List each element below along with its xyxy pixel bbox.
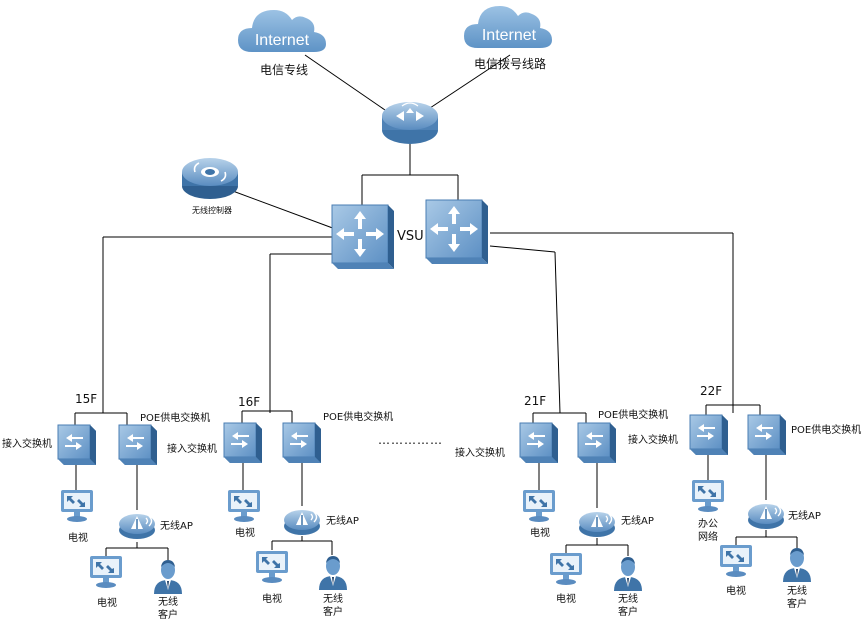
tv-icon	[61, 490, 93, 522]
floor-label: 21F	[524, 394, 546, 408]
access-switch-icon	[57, 424, 97, 466]
poe-switch-label: POE供电交换机	[323, 410, 393, 423]
floor-22f: 22F POE供电交换机 办公 网络 无线AP 电视 无线 客户	[689, 384, 861, 610]
vsu-label: VSU	[397, 229, 424, 244]
client-label: 客户	[323, 605, 343, 618]
access-switch-icon	[689, 414, 729, 456]
access-switch-label: 接入交换机	[455, 446, 505, 459]
poe-switch-icon	[747, 414, 787, 456]
user-icon	[319, 556, 347, 590]
tv-label: 电视	[726, 584, 746, 597]
tv-label: 电视	[97, 596, 117, 609]
connection-lines	[74, 54, 798, 560]
ap-label: 无线AP	[326, 514, 359, 527]
user-icon	[614, 557, 642, 591]
tv-label: 电视	[556, 592, 576, 605]
tv-icon	[720, 545, 752, 577]
wireless-ap-icon	[747, 503, 785, 530]
access-switch-label: 接入交换机	[2, 437, 52, 450]
client-label: 客户	[787, 597, 807, 610]
office-label: 网络	[698, 530, 718, 543]
tv-label: 电视	[262, 592, 282, 605]
floor-label: 15F	[75, 392, 97, 406]
poe-switch-label: POE供电交换机	[791, 423, 861, 436]
core-switch-right	[425, 199, 489, 265]
floor-16f: 16F POE供电交换机 电视 无线AP 电视 无线 客户	[223, 395, 393, 618]
client-label: 无线	[618, 592, 638, 605]
floor-label: 16F	[238, 395, 260, 409]
office-network-icon	[692, 480, 724, 512]
wireless-controller-icon	[182, 158, 238, 199]
dialup-line-label: 电信拨号线路	[474, 56, 546, 71]
core-switch-left	[331, 204, 395, 270]
poe-switch-icon	[577, 422, 617, 464]
ap-label: 无线AP	[621, 514, 654, 527]
telecom-line-label: 电信专线	[260, 62, 308, 77]
wireless-ap-icon	[578, 511, 616, 538]
tv-icon	[256, 551, 288, 583]
tv-label: 电视	[235, 526, 255, 539]
tv-label: 电视	[530, 526, 550, 539]
poe-switch-label: POE供电交换机	[140, 411, 210, 424]
poe-switch-label: POE供电交换机	[598, 408, 668, 421]
tv-label: 电视	[68, 531, 88, 544]
floor-label: 22F	[700, 384, 722, 398]
wireless-ap-icon	[118, 513, 156, 540]
wireless-controller-label: 无线控制器	[192, 205, 232, 215]
office-label: 办公	[698, 517, 718, 530]
access-switch-icon	[223, 422, 263, 464]
poe-switch-icon	[282, 422, 322, 464]
floor-21f: 21F 接入交换机 POE供电交换机 接入交换机 电视 无线AP 电视 无线 客…	[455, 394, 678, 618]
cloud-left-text: Internet	[255, 32, 310, 49]
ap-label: 无线AP	[160, 519, 193, 532]
internet-cloud-right: Internet	[464, 6, 552, 48]
poe-switch-icon	[118, 424, 158, 466]
tv-icon	[523, 490, 555, 522]
tv-icon	[550, 553, 582, 585]
client-label: 无线	[323, 592, 343, 605]
client-label: 无线	[787, 584, 807, 597]
router-icon	[382, 102, 438, 144]
cloud-right-text: Internet	[482, 27, 537, 44]
user-icon	[783, 548, 811, 582]
client-label: 客户	[618, 605, 638, 618]
ap-label: 无线AP	[788, 509, 821, 522]
client-label: 无线	[158, 595, 178, 608]
client-label: 客户	[158, 608, 178, 621]
internet-cloud-left: Internet	[238, 10, 326, 52]
tv-icon	[228, 490, 260, 522]
tv-icon	[90, 556, 122, 588]
poe-sub-label: 接入交换机	[167, 442, 217, 455]
wireless-ap-icon	[283, 509, 321, 536]
user-icon	[154, 560, 182, 594]
poe-sub-label: 接入交换机	[628, 433, 678, 446]
floor-15f: 15F 接入交换机 POE供电交换机 接入交换机 电视 无线AP 电视 无线 客…	[2, 392, 217, 621]
ellipsis-dots: ……………	[378, 433, 443, 447]
access-switch-icon	[519, 422, 559, 464]
